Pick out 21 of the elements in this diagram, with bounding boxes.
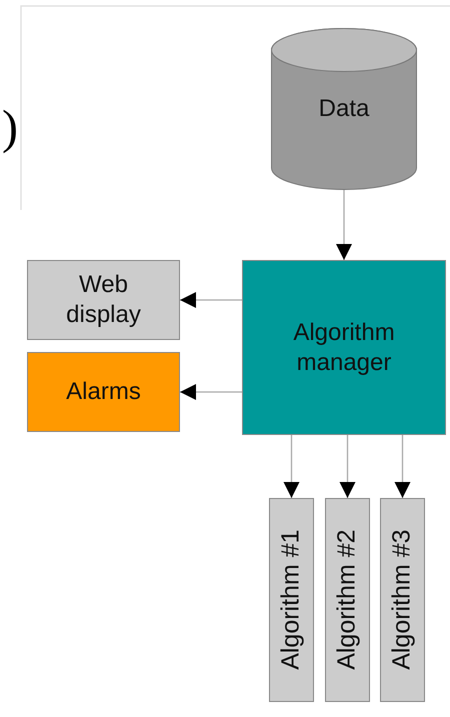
node-label: Algorithm manager	[292, 318, 396, 378]
panel-label: )	[2, 100, 18, 155]
node-label: Data	[318, 95, 370, 123]
algorithm-box	[380, 498, 425, 702]
node-label: Alarms	[65, 377, 142, 407]
alarm-box	[27, 352, 180, 432]
node-label: Algorithm #1	[276, 530, 306, 670]
arrow	[336, 190, 352, 260]
algorithm-box	[269, 498, 314, 702]
database-cylinder	[271, 28, 417, 190]
arrow	[180, 292, 242, 308]
arrow	[180, 384, 242, 400]
arrow	[394, 435, 410, 498]
node-label: Web display	[65, 270, 142, 330]
manager-box	[242, 260, 446, 435]
node-label: Algorithm #2	[332, 530, 362, 670]
algorithm-box	[325, 498, 370, 702]
node-label: Algorithm #3	[386, 530, 417, 670]
arrow	[284, 435, 300, 498]
arrow	[340, 435, 356, 498]
display-box	[27, 260, 180, 340]
